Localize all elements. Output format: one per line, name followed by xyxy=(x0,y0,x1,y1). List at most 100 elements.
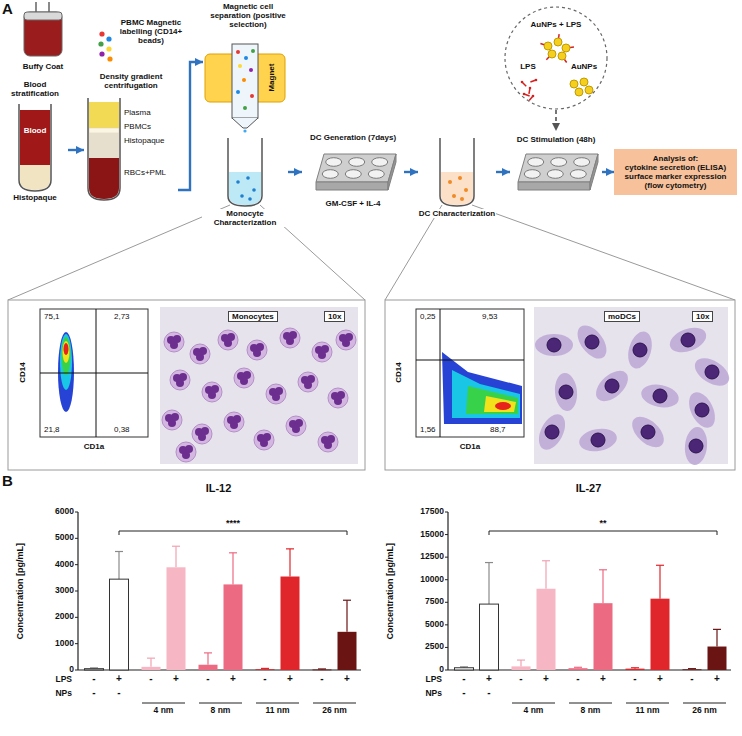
quadrant-value: 0,25 xyxy=(420,312,446,321)
gradient-tube-drawing xyxy=(89,128,119,133)
micrograph-image xyxy=(328,388,348,408)
well-plate xyxy=(574,158,590,167)
collection-tube-drawing xyxy=(248,197,252,201)
size-label: 11 nm xyxy=(251,706,304,716)
well-plate xyxy=(316,182,388,190)
dashed-arrow xyxy=(555,110,557,131)
magnet-drawing xyxy=(242,78,246,82)
sign: + xyxy=(339,673,355,685)
bar-chart xyxy=(75,512,731,703)
bar-chart xyxy=(75,512,78,513)
magnet-drawing xyxy=(244,56,248,60)
collection-tube-drawing xyxy=(228,138,262,206)
quadrant-value: 21,8 xyxy=(44,425,70,434)
well-plate xyxy=(388,154,396,190)
bar-chart xyxy=(688,668,696,669)
magnet-label: Magnet xyxy=(267,56,276,100)
bar-chart xyxy=(224,584,243,670)
flow-plot: 75,12,7321,80,38CD14CD1a xyxy=(10,305,152,466)
bar-chart xyxy=(447,512,448,670)
tube-drawing xyxy=(19,104,51,191)
bar-chart xyxy=(75,643,78,644)
micrograph-image xyxy=(591,433,605,447)
tick-label: 2500 xyxy=(412,642,444,652)
micrograph-image xyxy=(605,379,619,393)
magnet-drawing xyxy=(250,94,254,98)
micrograph-image xyxy=(224,339,232,347)
dc-tube-drawing xyxy=(458,176,462,180)
magnetic-column: Magnetic cell separation (positive selec… xyxy=(203,2,293,130)
nanoparticle-drawing xyxy=(554,38,562,46)
bar-chart xyxy=(75,512,361,703)
step-label: Magnetic cell separation (positive selec… xyxy=(203,2,293,30)
collection-tube-drawing xyxy=(240,194,244,198)
analysis-box: Analysis of:cytokine secretion (ELISA)su… xyxy=(614,149,737,196)
micrograph-image xyxy=(182,451,190,459)
well-plate xyxy=(345,170,361,179)
micrograph-image xyxy=(280,328,300,348)
bar-chart xyxy=(445,602,448,603)
bar-chart xyxy=(542,560,550,561)
bar-chart xyxy=(175,546,176,567)
bar-chart xyxy=(346,600,347,632)
micrograph-image xyxy=(666,323,709,357)
flow-density-plot xyxy=(452,370,520,418)
panel-letter: B xyxy=(2,472,18,489)
tick-label: 10000 xyxy=(412,575,444,585)
gradient-tube-drawing xyxy=(89,158,119,199)
well-plate xyxy=(570,170,586,179)
flow-density-plot xyxy=(60,334,72,390)
bar-chart xyxy=(594,603,613,670)
sign: + xyxy=(709,673,725,685)
collection-tube-drawing xyxy=(229,172,261,205)
zoom-lines xyxy=(8,205,230,300)
quadrant-value: 88,7 xyxy=(490,425,520,434)
micrograph-image xyxy=(192,424,212,444)
sign: - xyxy=(570,673,586,685)
nanoparticle-drawing xyxy=(575,88,583,96)
nanoparticle-drawing xyxy=(540,43,544,44)
blood-tube: Blood stratificationBloodHistopaque xyxy=(2,80,68,206)
micrograph-image xyxy=(160,307,358,464)
micrograph-image xyxy=(705,365,719,379)
gradient-tube: Density gradient centrifugationPlasmaPBM… xyxy=(84,72,178,206)
bar-chart xyxy=(75,538,78,539)
bar-chart xyxy=(651,599,670,670)
magnet-drawing xyxy=(232,44,258,118)
micrograph-image xyxy=(318,432,338,452)
sign: - xyxy=(200,673,216,685)
tick-label: 1000 xyxy=(42,639,74,649)
bar-chart xyxy=(480,604,499,670)
micrograph-image xyxy=(624,329,656,372)
flow-density-plot xyxy=(466,386,518,414)
axis-title: CD1a xyxy=(416,442,524,451)
bar-chart xyxy=(115,551,123,552)
collection-tube-drawing xyxy=(246,176,250,180)
flow-density-plot xyxy=(40,309,148,437)
bar-chart xyxy=(167,567,186,670)
sign: + xyxy=(538,673,554,685)
image-tag: 10x xyxy=(324,311,345,322)
step-label: Blood stratification xyxy=(2,80,68,98)
collection-tube-drawing xyxy=(228,138,262,206)
micrograph: Monocytes10x xyxy=(158,305,360,466)
well-plate xyxy=(349,158,365,167)
micrograph-image xyxy=(545,425,559,439)
micrograph-image xyxy=(695,403,709,417)
tube-drawing xyxy=(19,104,51,191)
bar-chart xyxy=(75,564,78,565)
bar-chart xyxy=(599,569,607,570)
layer-label: RBCs+PML xyxy=(124,168,178,177)
stimulus-label: LPS xyxy=(512,62,544,71)
micrograph-image xyxy=(318,351,326,359)
micrograph-image xyxy=(559,385,573,399)
flow-density-plot xyxy=(62,337,71,375)
bead-icon xyxy=(107,56,112,61)
well-plate xyxy=(322,170,338,179)
dc-tube-drawing xyxy=(460,197,464,201)
bar-chart xyxy=(256,703,299,704)
sign: - xyxy=(456,687,472,699)
step-label: surface marker expression (flow cytometr… xyxy=(618,172,733,190)
step-label: DC Characterization xyxy=(418,209,496,218)
axis-title: Concentration [pg/mL] xyxy=(15,526,25,656)
